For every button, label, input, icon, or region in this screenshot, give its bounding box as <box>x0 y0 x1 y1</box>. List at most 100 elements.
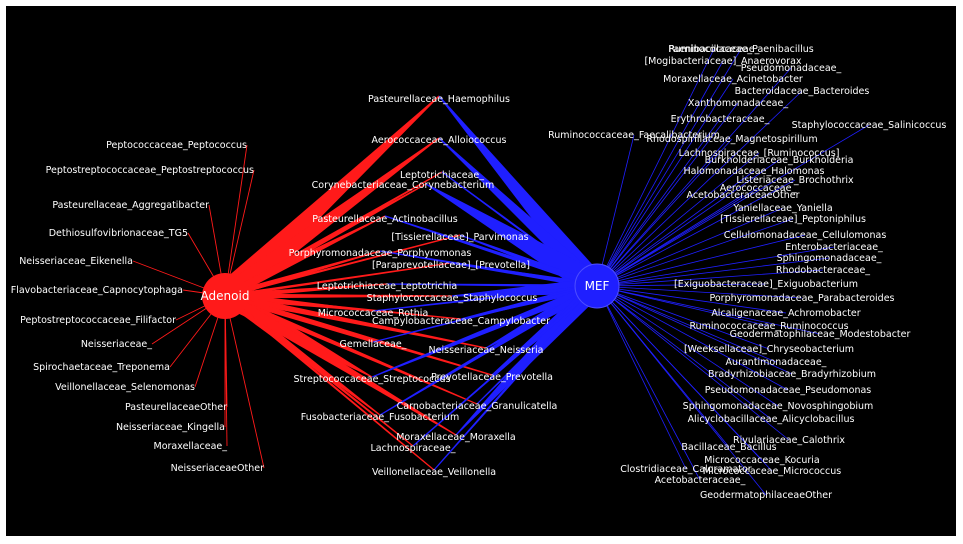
label-micrococcaceae-micrococcus: Micrococcaceae_Micrococcus <box>703 466 841 477</box>
label-peptostreptococcaceae-peptostreptococcus: Peptostreptococcaceae_Peptostreptococcus <box>46 165 254 176</box>
edge-adenoid-campylobacteraceae-campylobacter <box>224 294 462 320</box>
label-leptotrichiaceae: Leptotrichiaceae_ <box>400 170 484 181</box>
edge-adenoid-tissierellaceae-parvimonas <box>224 234 461 298</box>
mef-hub-node[interactable] <box>574 263 620 309</box>
edge-adenoid-moraxellaceae <box>224 295 228 447</box>
label-lachnospiraceae-ruminococcus: Lachnospiraceae_[Ruminococcus] <box>679 148 840 159</box>
edge-mef-listeriaceae-brochothrix <box>596 179 796 287</box>
label-carnobacteriaceae-granulicatella: Carnobacteriaceae_Granulicatella <box>397 401 558 412</box>
edge-adenoid-peptococcaceae-peptococcus <box>224 144 248 297</box>
label-clostridiaceae-caloramator: Clostridiaceae_Caloramator <box>620 464 752 475</box>
edge-adenoid-paraprevotellaceae-prevotella <box>224 262 452 298</box>
edge-mef-aurantimonadaceae <box>596 285 777 363</box>
edge-mef-lachnospiraceae-ruminococcus <box>596 152 760 287</box>
label-yaniellaceae-yaniella: Yaniellaceae_Yaniella <box>732 203 832 214</box>
shared-labels: Pasteurellaceae_HaemophilusAerococcaceae… <box>289 94 558 478</box>
label-bradyrhizobiaceae-bradyrhizobium: Bradyrhizobiaceae_Bradyrhizobium <box>708 369 876 380</box>
label-dethiosulfovibrionaceae-tg5: Dethiosulfovibrionaceae_TG5 <box>49 228 188 239</box>
label-porphyromonadaceae-parabacteroides: Porphyromonadaceae_Parabacteroides <box>709 293 894 304</box>
label-bacillaceae-bacillus: Bacillaceae_Bacillus <box>681 442 776 453</box>
label-pasteurellaceaeother: PasteurellaceaeOther <box>125 402 227 413</box>
label-veillonellaceae-veillonella: Veillonellaceae_Veillonella <box>372 467 496 478</box>
label-acetobacteraceaeother: AcetobacteraceaeOther <box>686 190 799 201</box>
edge-mef-streptococcaceae-streptococcus <box>371 282 599 378</box>
background <box>6 6 956 536</box>
label-staphylococcaceae-salinicoccus: Staphylococcaceae_Salinicoccus <box>792 120 947 131</box>
edge-mef-xanthomonadaceae <box>596 102 739 287</box>
label-corynebacteriaceae-corynebacterium: Corynebacteriaceae_Corynebacterium <box>312 180 495 191</box>
edge-mef-yaniellaceae-yaniella <box>596 207 784 287</box>
label-campylobacteraceae-campylobacter: Campylobacteraceae_Campylobacter <box>372 316 550 327</box>
edge-mef-alicyclobacillaceae-alicyclobacillus <box>596 285 772 420</box>
edge-mef-veillonellaceae-veillonella <box>433 284 599 471</box>
label-ruminococcaceae-ruminococcus: Ruminococcaceae_Ruminococcus <box>689 321 848 332</box>
label-gemellaceae: Gemellaceae_ <box>340 339 407 350</box>
edge-mef-paenibacillaceae-paenibacillus <box>596 48 742 287</box>
label-micrococcaceae-kocuria: Micrococcaceae_Kocuria <box>704 455 820 466</box>
label-pasteurellaceae-actinobacillus: Pasteurellaceae_Actinobacillus <box>312 214 458 225</box>
label-veillonellaceae-selenomonas: Veillonellaceae_Selenomonas <box>55 382 195 393</box>
edge-mef-rhodobacteraceae <box>596 269 824 287</box>
edge-mef-mogibacteriaceae-anaerovorax <box>596 60 724 287</box>
label-acetobacteraceae: Acetobacteraceae_ <box>655 475 746 486</box>
label-pseudomonadaceae-pseudomonas: Pseudomonadaceae_Pseudomonas <box>705 385 872 396</box>
edge-adenoid-porphyromonadaceae-porphyromonas <box>224 250 381 299</box>
edge-adenoid-moraxellaceae-moraxella <box>221 290 457 436</box>
edge-mef-campylobacteraceae-campylobacter <box>460 282 598 320</box>
label-burkholderiaceae-burkholderia: Burkholderiaceae_Burkholderia <box>705 155 854 166</box>
label-halomonadaceae-halomonas: Halomonadaceae_Halomonas <box>684 166 825 177</box>
label-peptostreptococcaceae-filifactor: Peptostreptococcaceae_Filifactor <box>20 315 176 326</box>
adenoid-hub-label: Adenoid <box>201 289 250 303</box>
adenoid-hub-node[interactable] <box>202 273 248 319</box>
edge-mef-lachnospiraceae <box>412 284 598 447</box>
edge-mef-weeksellaceae-chryseobacterium <box>596 285 770 350</box>
label-micrococcaceae-rothia: Micrococcaceae_Rothia <box>318 308 429 319</box>
label-pasteurellaceae-haemophilus: Pasteurellaceae_Haemophilus <box>368 94 510 105</box>
edge-mef-alcaligenaceae-achromobacter <box>596 285 787 314</box>
label-bacteroidaceae-bacteroides: Bacteroidaceae_Bacteroides <box>735 86 870 97</box>
label-lachnospiraceae: Lachnospiraceae_ <box>370 443 455 454</box>
edge-mef-tissierellaceae-parvimonas <box>459 234 599 290</box>
edge-mef-pasteurellaceae-actinobacillus <box>384 215 598 289</box>
label-erythrobacteraceae: Erythrobacteraceae_ <box>671 114 770 125</box>
label-neisseriaceae-kingella: Neisseriaceae_Kingella <box>116 422 225 433</box>
label-geodermatophilaceaeother: GeodermatophilaceaeOther <box>700 490 832 501</box>
edge-mef-ruminococcaceae-ruminococcus <box>596 285 770 327</box>
edge-adenoid-neisseriaceaeother <box>224 295 265 469</box>
edge-mef-burkholderiaceae-burkholderia <box>596 159 780 287</box>
label-leptotrichiaceae-leptotrichia: Leptotrichiaceae_Leptotrichia <box>317 281 458 292</box>
label-rivulariaceae-calothrix: Rivulariaceae_Calothrix <box>733 435 845 446</box>
edge-mef-rivulariaceae-calothrix <box>596 285 790 441</box>
label-alcaligenaceae-achromobacter: Alcaligenaceae_Achromobacter <box>711 308 860 319</box>
edge-adenoid-lachnospiraceae <box>223 294 414 447</box>
label-paraprevotellaceae-prevotella: [Paraprevotellaceae]_[Prevotella] <box>372 260 530 271</box>
hub-nodes: Adenoid MEF <box>201 263 620 319</box>
label-peptococcaceae-peptococcus: Peptococcaceae_Peptococcus <box>106 140 247 151</box>
label-spirochaetaceae-treponema: Spirochaetaceae_Treponema <box>33 362 170 373</box>
label-aerococcaceae: Aerococcaceae_ <box>720 183 797 194</box>
network-diagram: Peptococcaceae_PeptococcusPeptostreptoco… <box>6 6 956 536</box>
edge-adenoid-neisseriaceae-neisseria <box>224 292 487 349</box>
label-neisseriaceae: Neisseriaceae_ <box>81 339 152 350</box>
label-mogibacteriaceae-anaerovorax: [Mogibacteriaceae]_Anaerovorax <box>644 56 801 67</box>
label-sphingomonadaceae-novosphingobium: Sphingomonadaceae_Novosphingobium <box>683 401 874 412</box>
edge-adenoid-carnobacteriaceae-granulicatella <box>223 293 478 405</box>
edge-adenoid-staphylococcaceae-staphylococcus <box>225 293 452 299</box>
label-ruminococcaceae: Ruminococcaceae_ <box>669 44 760 55</box>
edge-mef-geodermatophilaceae-modestobacter <box>596 285 821 335</box>
mef-only-edges <box>596 48 870 496</box>
edge-mef-sphingomonadaceae <box>596 257 830 287</box>
label-rhodobacteraceae: Rhodobacteraceae_ <box>776 265 870 276</box>
edge-mef-halomonadaceae-halomonas <box>596 170 755 287</box>
edge-adenoid-pasteurellaceae-actinobacillus <box>222 215 386 301</box>
edge-mef-gemellaceae <box>372 284 598 343</box>
label-ruminococcaceae-faecalibacterium: Ruminococcaceae_Faecalibacterium <box>548 130 720 141</box>
label-moraxellaceae: Moraxellaceae_ <box>154 441 228 452</box>
label-moraxellaceae-moraxella: Moraxellaceae_Moraxella <box>396 432 516 443</box>
edge-mef-enterobacteriaceae <box>596 246 835 287</box>
edge-mef-erythrobacteraceae <box>596 118 721 287</box>
edge-mef-pseudomonadaceae-pseudomonas <box>596 285 789 391</box>
label-tissierellaceae-peptoniphilus: [Tissierellaceae]_Peptoniphilus <box>720 214 866 225</box>
label-neisseriaceae-eikenella: Neisseriaceae_Eikenella <box>19 256 133 267</box>
